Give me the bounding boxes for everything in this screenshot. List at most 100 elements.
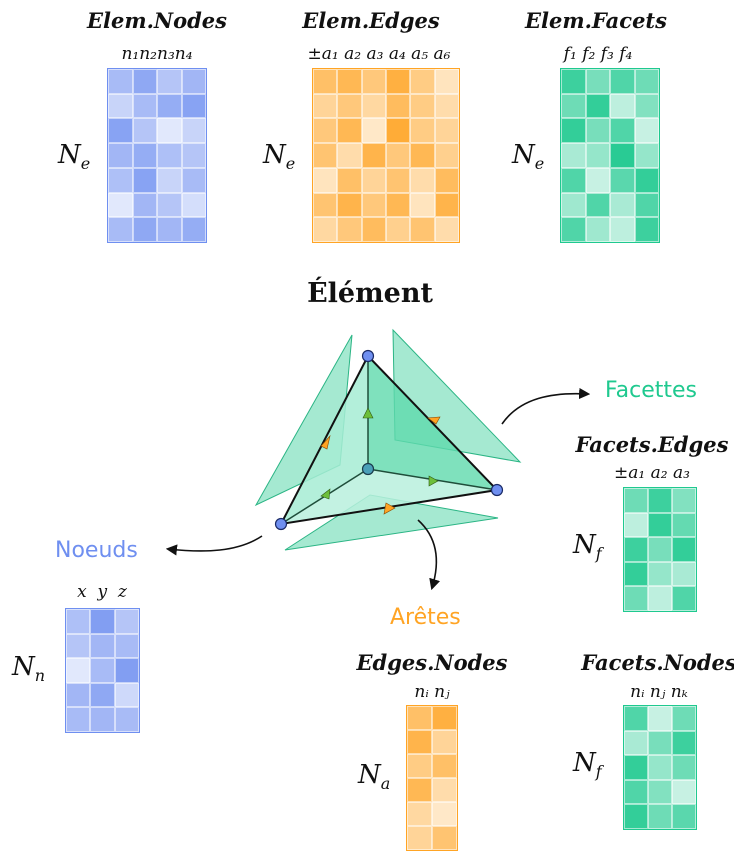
- elem-facets-row-label: Ne: [512, 140, 544, 173]
- elem-nodes-title: Elem.Nodes: [87, 8, 227, 33]
- matrix-cell: [434, 118, 459, 144]
- elem-edges-col-header: ±a₁ a₂ a₃ a₄ a₅ a₆: [307, 44, 451, 64]
- matrix-cell: [386, 143, 411, 168]
- matrix-cell: [407, 826, 432, 850]
- matrix-cell: [132, 69, 157, 94]
- matrix-cell: [610, 217, 635, 242]
- matrix-cell: [108, 167, 133, 193]
- matrix-cell: [108, 143, 133, 168]
- matrix-cell: [157, 217, 182, 242]
- row-label-main: N: [512, 140, 535, 170]
- elem-edges-matrix: [312, 68, 460, 243]
- matrix-cell: [132, 167, 157, 193]
- matrix-cell: [648, 755, 672, 780]
- matrix-cell: [361, 93, 386, 119]
- matrix-cell: [434, 217, 459, 242]
- matrix-cell: [648, 706, 672, 731]
- matrix-cell: [648, 561, 672, 587]
- matrix-cell: [108, 217, 133, 242]
- facets-edges-col-header: ±a₁ a₂ a₃: [614, 463, 690, 483]
- matrix-cell: [610, 69, 635, 94]
- arrow-to-facettes: [501, 387, 591, 425]
- matrix-cell: [114, 658, 139, 683]
- matrix-cell: [386, 69, 411, 94]
- matrix-cell: [634, 192, 659, 218]
- matrix-cell: [361, 192, 386, 218]
- matrix-cell: [410, 167, 435, 193]
- row-label-main: N: [12, 652, 35, 682]
- facets-edges-row-label: Nf: [573, 530, 602, 563]
- matrix-cell: [410, 69, 435, 94]
- elem-edges-title: Elem.Edges: [302, 8, 440, 33]
- row-label-main: N: [358, 760, 381, 790]
- node-top: [361, 349, 375, 363]
- matrix-cell: [410, 143, 435, 168]
- matrix-cell: [386, 93, 411, 119]
- matrix-cell: [634, 69, 659, 94]
- arrow-to-aretes: [417, 519, 440, 591]
- row-label-sub: e: [80, 154, 91, 174]
- matrix-cell: [585, 69, 610, 94]
- matrix-cell: [181, 217, 206, 242]
- matrix-cell: [337, 69, 362, 94]
- matrix-cell: [114, 682, 139, 708]
- matrix-cell: [313, 217, 338, 242]
- matrix-cell: [672, 488, 696, 513]
- matrix-cell: [432, 706, 457, 730]
- matrix-cell: [108, 69, 133, 94]
- matrix-cell: [337, 192, 362, 218]
- matrix-cell: [90, 633, 115, 659]
- matrix-cell: [561, 192, 586, 218]
- matrix-cell: [337, 217, 362, 242]
- matrix-cell: [624, 512, 648, 538]
- matrix-cell: [672, 804, 696, 829]
- matrix-cell: [434, 192, 459, 218]
- matrix-cell: [561, 143, 586, 168]
- matrix-cell: [434, 69, 459, 94]
- matrix-cell: [361, 118, 386, 144]
- matrix-cell: [181, 118, 206, 144]
- matrix-cell: [313, 167, 338, 193]
- matrix-cell: [624, 804, 648, 829]
- matrix-cell: [157, 118, 182, 144]
- aretes-label: Arêtes: [390, 605, 461, 630]
- matrix-cell: [585, 217, 610, 242]
- matrix-cell: [561, 93, 586, 119]
- matrix-cell: [610, 192, 635, 218]
- elem-facets-col-header: f₁ f₂ f₃ f₄: [563, 44, 633, 64]
- matrix-cell: [66, 707, 91, 732]
- matrix-cell: [561, 118, 586, 144]
- matrix-cell: [672, 779, 696, 805]
- matrix-cell: [66, 633, 91, 659]
- node-left: [274, 517, 288, 531]
- elem-nodes-col-header: n₁n₂n₃n₄: [121, 44, 193, 64]
- matrix-cell: [432, 778, 457, 802]
- noeuds-label: Noeuds: [55, 538, 138, 563]
- matrix-cell: [672, 755, 696, 780]
- matrix-cell: [361, 69, 386, 94]
- matrix-cell: [410, 118, 435, 144]
- row-label-sub: f: [595, 544, 602, 564]
- matrix-cell: [585, 143, 610, 168]
- row-label-sub: a: [380, 774, 391, 794]
- matrix-cell: [585, 118, 610, 144]
- matrix-cell: [407, 706, 432, 730]
- row-label-sub: f: [595, 762, 602, 782]
- matrix-cell: [313, 192, 338, 218]
- matrix-cell: [66, 658, 91, 683]
- matrix-cell: [313, 93, 338, 119]
- matrix-cell: [624, 537, 648, 562]
- matrix-cell: [132, 192, 157, 218]
- row-label-sub: e: [285, 154, 296, 174]
- matrix-cell: [157, 69, 182, 94]
- matrix-cell: [432, 826, 457, 850]
- matrix-cell: [648, 586, 672, 611]
- elem-nodes-matrix: [107, 68, 207, 243]
- row-label-sub: n: [34, 666, 46, 686]
- matrix-cell: [610, 93, 635, 119]
- noeuds-row-label: Nn: [12, 652, 45, 685]
- matrix-cell: [108, 118, 133, 144]
- matrix-cell: [337, 143, 362, 168]
- matrix-cell: [90, 682, 115, 708]
- matrix-cell: [181, 192, 206, 218]
